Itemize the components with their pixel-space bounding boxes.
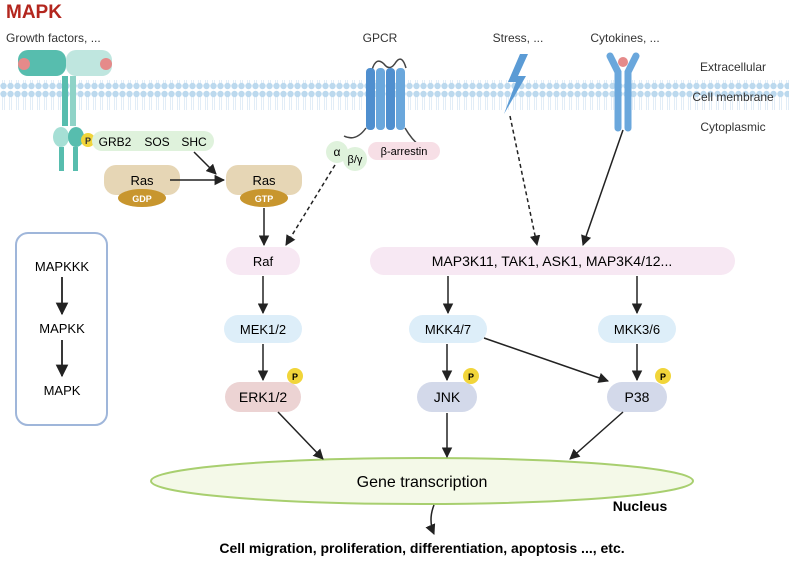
- gpcr-label: GPCR: [363, 31, 398, 45]
- erk-phospho-badge: [287, 368, 303, 384]
- jnk-phospho-label: P: [468, 372, 474, 382]
- adaptor-complex: [92, 131, 214, 151]
- gdp-badge: [118, 189, 166, 207]
- ras-gtp-node: [226, 165, 302, 195]
- rtk-receptor-icon: [18, 50, 112, 171]
- gene-transcription-label: Gene transcription: [357, 474, 488, 491]
- gtp-label: GTP: [255, 194, 274, 204]
- raf-node: [226, 247, 300, 275]
- arrow-cytokines-to-map3k: [581, 129, 624, 246]
- erk-phospho-label: P: [292, 372, 298, 382]
- p38-phospho-badge: [655, 368, 671, 384]
- legend-mapkk: MAPKK: [39, 321, 85, 336]
- mkk36-label: MKK3/6: [614, 322, 660, 337]
- p38-label: P38: [625, 389, 650, 405]
- arrow-p38-to-nucleus: [569, 411, 624, 460]
- nucleus-ellipse: [150, 457, 694, 505]
- map3k-label: MAP3K11, TAK1, ASK1, MAP3K4/12...: [432, 253, 672, 269]
- cytokine-receptor-icon: [606, 52, 640, 132]
- jnk-phospho-badge: [463, 368, 479, 384]
- arrow-nucleus-to-outcome: [425, 504, 436, 535]
- cytokines-label: Cytokines, ...: [590, 31, 659, 45]
- rtk-phospho-label: P: [85, 136, 91, 146]
- jnk-node: [417, 382, 477, 412]
- arrow-stress-to-map3k: [509, 115, 541, 247]
- extracellular-label: Extracellular: [700, 60, 766, 74]
- legend-box: [15, 232, 108, 426]
- mkk47-node: [409, 315, 487, 343]
- raf-label: Raf: [253, 254, 274, 269]
- mkk47-label: MKK4/7: [425, 322, 471, 337]
- diagram-title: MAPK: [6, 2, 62, 23]
- beta-arrestin-badge: [368, 142, 440, 160]
- outcome-label: Cell migration, proliferation, different…: [219, 540, 624, 556]
- cell-membrane-label: Cell membrane: [692, 90, 774, 104]
- gpcr-receptor-icon: [343, 58, 421, 147]
- p38-node: [607, 382, 667, 412]
- ras-gdp-node: [104, 165, 180, 195]
- arrow-g-protein-to-raf: [285, 164, 336, 246]
- gtp-badge: [240, 189, 288, 207]
- ras-gtp-label: Ras: [252, 173, 276, 188]
- shc-label: SHC: [181, 135, 207, 149]
- arrow-erk-to-nucleus: [277, 411, 324, 460]
- rtk-phospho-badge: [81, 133, 95, 147]
- legend-mapk: MAPK: [44, 383, 81, 398]
- erk-node: [225, 382, 301, 412]
- p38-phospho-label: P: [660, 372, 666, 382]
- legend-mapkkk: MAPKKK: [35, 259, 90, 274]
- cytoplasmic-label: Cytoplasmic: [700, 120, 765, 134]
- arrow-sos-to-ras: [193, 151, 217, 175]
- gdp-label: GDP: [132, 194, 152, 204]
- mek-label: MEK1/2: [240, 322, 286, 337]
- sos-label: SOS: [144, 135, 169, 149]
- map3k-node: [370, 247, 735, 275]
- mek-node: [224, 315, 302, 343]
- erk-label: ERK1/2: [239, 389, 287, 405]
- mkk36-node: [598, 315, 676, 343]
- grb2-label: GRB2: [99, 135, 132, 149]
- g-beta-gamma-subunit: [343, 147, 367, 171]
- ras-gdp-label: Ras: [130, 173, 154, 188]
- arrow-mkk47-to-p38: [483, 337, 609, 383]
- stress-label: Stress, ...: [493, 31, 544, 45]
- nucleus-label: Nucleus: [613, 498, 668, 514]
- beta-arrestin-label: β-arrestin: [381, 146, 428, 158]
- g-alpha-subunit: [326, 141, 348, 163]
- g-beta-gamma-label: β/γ: [348, 154, 363, 166]
- jnk-label: JNK: [434, 389, 461, 405]
- growth-factors-label: Growth factors, ...: [6, 31, 101, 45]
- stress-lightning-icon: [504, 54, 528, 114]
- g-alpha-label: α: [334, 145, 341, 159]
